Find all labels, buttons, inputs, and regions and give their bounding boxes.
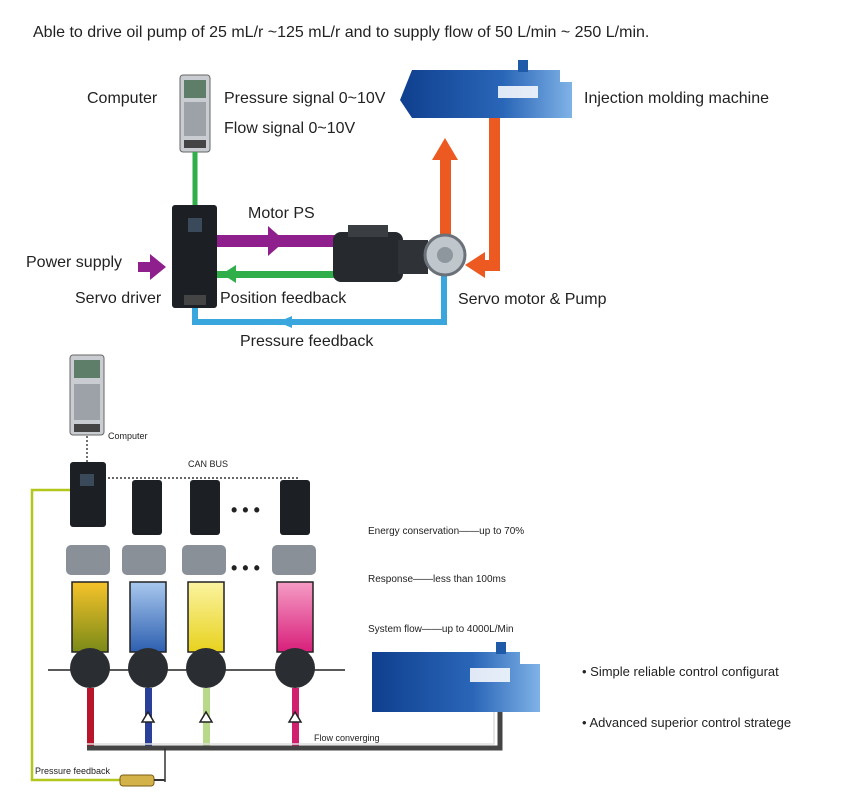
flow-signal-label: Flow signal 0~10V [224, 120, 356, 137]
pipe-row [87, 688, 299, 748]
power-supply-arrow [138, 254, 166, 280]
header-text: Able to drive oil pump of 25 mL/r ~125 m… [33, 24, 649, 41]
injection-machine-label: Injection molding machine [584, 90, 769, 107]
servo-driver-icon [172, 205, 217, 308]
pressure-feedback-line [192, 270, 447, 328]
position-feedback-line [217, 265, 337, 283]
check-valve-icons [140, 710, 303, 723]
injection-molding-machine-icon [400, 60, 572, 118]
computer-controller-icon-2 [69, 354, 105, 436]
flow-converging-label: Flow converging [314, 733, 380, 743]
pressure-sensor-icon [119, 774, 165, 787]
computer-controller-icon [179, 74, 211, 153]
flow-converging-line [87, 702, 503, 751]
motor-ps-label: Motor PS [248, 205, 315, 222]
system-flow-label: System flow——up to 4000L/Min [368, 624, 514, 635]
response-label: Response——less than 100ms [368, 574, 506, 585]
dots-upper: • • • [231, 500, 260, 520]
servo-motor-pump-icon [333, 225, 467, 282]
power-supply-label: Power supply [26, 254, 122, 271]
pressure-feedback-label-2: Pressure feedback [35, 766, 111, 776]
bullet-advanced: • Advanced superior control strategе [582, 715, 791, 730]
pressure-feedback-label: Pressure feedback [240, 333, 374, 350]
pressure-feedback-line-2 [30, 488, 120, 782]
servo-motor-pump-label: Servo motor & Pump [458, 291, 607, 308]
hydraulic-pipes [432, 115, 500, 278]
oil-tank-row [71, 581, 314, 653]
computer-label: Computer [87, 90, 158, 107]
dots-lower: • • • [231, 558, 260, 578]
pump-row [70, 648, 315, 688]
servo-driver-label: Servo driver [75, 290, 162, 307]
energy-label: Energy conservation——up to 70% [368, 526, 524, 537]
injection-molding-machine-icon-2 [372, 642, 540, 712]
position-feedback-label: Position feedback [220, 290, 347, 307]
motor-ps-arrow [217, 226, 345, 256]
bullet-simple: • Simple reliable control configurat [582, 664, 779, 679]
computer-label-2: Computer [108, 431, 148, 441]
pressure-signal-label: Pressure signal 0~10V [224, 90, 386, 107]
servo-driver-row [70, 462, 310, 535]
can-bus-label: CAN BUS [188, 459, 228, 469]
servo-motor-row [66, 545, 316, 575]
